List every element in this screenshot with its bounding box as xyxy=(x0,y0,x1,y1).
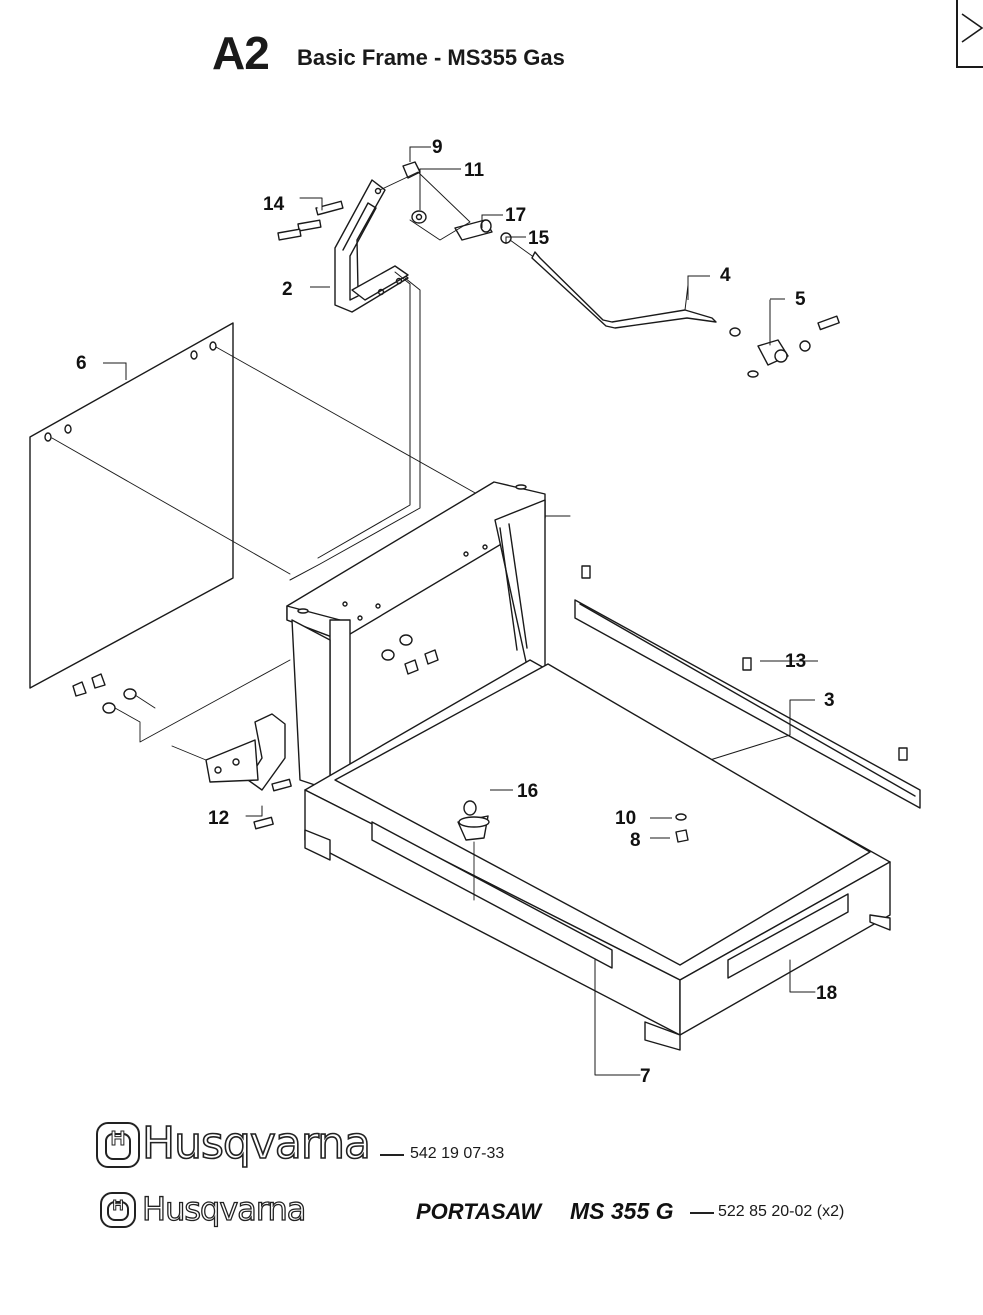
part-number-primary: 542 19 07-33 xyxy=(410,1145,505,1162)
callout-10: 10 xyxy=(615,808,636,829)
callout-2: 2 xyxy=(282,279,293,300)
rail-part-3 xyxy=(574,565,921,809)
logo-h-mark-small: H xyxy=(112,1197,124,1215)
section-code: A2 xyxy=(212,27,270,79)
exploded-view-drawing: 9 11 14 17 15 2 4 5 6 13 3 16 10 8 12 18… xyxy=(29,137,921,1087)
callout-11: 11 xyxy=(464,160,485,181)
panel-part-6 xyxy=(29,322,478,689)
callout-6: 6 xyxy=(76,353,87,374)
main-frame xyxy=(286,481,571,791)
callout-12: 12 xyxy=(208,808,229,829)
bolts-part-14 xyxy=(277,197,344,241)
model-name: MS 355 G xyxy=(570,1198,674,1224)
husqvarna-crown-logo: H xyxy=(96,1122,140,1168)
callout-18: 18 xyxy=(816,983,837,1004)
dash-separator-2 xyxy=(690,1212,714,1214)
callout-4: 4 xyxy=(720,265,731,286)
hardware-cluster xyxy=(72,634,529,749)
callout-5: 5 xyxy=(795,289,806,310)
callout-13: 13 xyxy=(785,651,806,672)
dash-separator xyxy=(380,1154,404,1156)
pivot-parts xyxy=(379,161,536,259)
handle-bracket-part-2 xyxy=(289,179,421,581)
callout-16: 16 xyxy=(517,781,538,802)
rod-end-part-5 xyxy=(729,299,840,378)
foot-part-16 xyxy=(457,800,490,901)
part-number-secondary: 522 85 20-02 (x2) xyxy=(718,1203,845,1220)
callout-8: 8 xyxy=(630,830,641,851)
chevron-right-icon xyxy=(961,13,983,43)
callout-7: 7 xyxy=(640,1066,651,1087)
page-title: Basic Frame - MS355 Gas xyxy=(297,45,565,70)
bracket-part-12 xyxy=(171,713,292,830)
callout-9: 9 xyxy=(432,137,443,158)
model-prefix: PORTASAW xyxy=(416,1199,542,1224)
callout-14: 14 xyxy=(263,194,285,215)
brand-name-large: Husqvarna xyxy=(141,1117,372,1170)
tray-part-18 xyxy=(304,659,891,1076)
brand-name-small: Husqvarna xyxy=(141,1189,307,1228)
callout-3: 3 xyxy=(824,690,835,711)
callout-15: 15 xyxy=(528,228,550,249)
logo-h-mark: H xyxy=(110,1128,126,1151)
page-corner-tab xyxy=(956,0,983,68)
husqvarna-crown-logo-small: H xyxy=(100,1192,136,1228)
callout-17: 17 xyxy=(505,205,526,226)
washer-nut-parts xyxy=(675,813,689,843)
